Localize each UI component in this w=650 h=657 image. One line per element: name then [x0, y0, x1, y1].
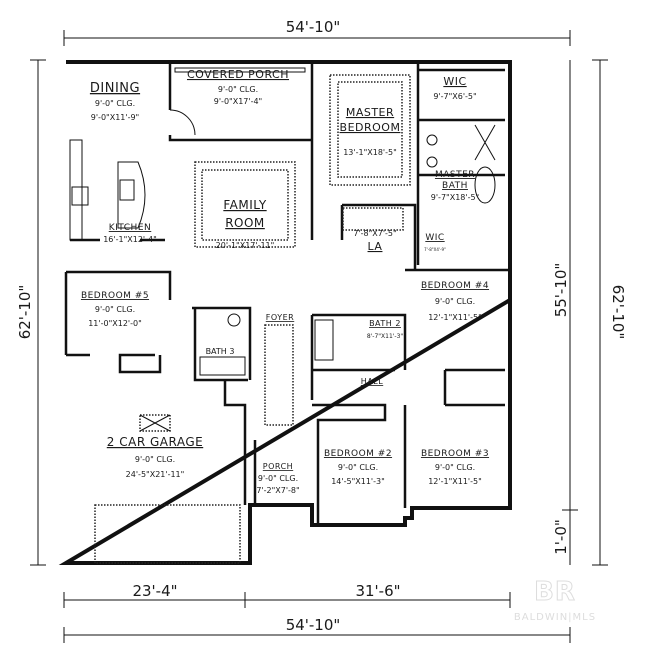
room-covered-porch-ceiling: 9'-0" CLG.: [218, 85, 258, 94]
room-bedroom-4-size: 12'-1"X11'-5": [428, 313, 482, 322]
room-dining-size: 9'-0"X11'-9": [91, 113, 139, 122]
room-kitchen-size: 16'-1"X12'-4": [103, 235, 157, 244]
room-bedroom-2: BEDROOM #2: [324, 449, 392, 459]
interior-walls: [64, 62, 510, 525]
room-bedroom-2-size: 14'-5"X11'-3": [331, 477, 385, 486]
room-master-size: 13'-1"X18'-5": [343, 148, 397, 157]
room-master-bath-line1: MASTER: [435, 170, 475, 180]
porch-rail: [174, 67, 306, 73]
room-wic-2-size: 7'-8"X4'-9": [424, 247, 446, 252]
garage-door: [94, 504, 241, 564]
room-dining: DINING: [90, 81, 140, 96]
room-bedroom-5-ceiling: 9'-0" CLG.: [95, 305, 135, 314]
bathtub-icon: [474, 166, 496, 204]
room-bath-3: BATH 3: [206, 347, 235, 356]
room-porch: PORCH: [263, 462, 293, 471]
room-family-line2: ROOM: [225, 216, 265, 230]
room-garage-ceiling: 9'-0" CLG.: [135, 455, 175, 464]
dimension-lines: [30, 30, 608, 643]
room-bedroom-3-size: 12'-1"X11'-5": [428, 477, 482, 486]
watermark-text: BALDWIN|MLS: [514, 612, 596, 623]
room-family-line1: FAMILY: [223, 198, 266, 212]
room-bedroom-4-ceiling: 9'-0" CLG.: [435, 297, 475, 306]
dim-right-porch: 1'-0": [552, 519, 570, 555]
room-dining-ceiling: 9'-0" CLG.: [95, 99, 135, 108]
tub-bath3: [199, 356, 246, 376]
room-wic-master: WIC: [443, 75, 466, 88]
room-bedroom-5: BEDROOM #5: [81, 291, 149, 301]
room-bath-2-size: 8'-7"X11'-3": [367, 333, 404, 340]
exterior-walls: [58, 60, 512, 565]
room-wic-master-size: 9'-7"X6'-5": [433, 92, 476, 101]
room-family-size: 20'-1"X17'-11": [216, 241, 275, 250]
room-porch-size: 7'-2"X7'-8": [256, 486, 299, 495]
kitchen-island: [117, 161, 146, 229]
dim-right-overall: 62'-10": [609, 285, 627, 340]
room-master-line1: MASTER: [346, 106, 394, 119]
room-bath-2: BATH 2: [369, 319, 401, 328]
room-bedroom-2-ceiling: 9'-0" CLG.: [338, 463, 378, 472]
room-bedroom-3-ceiling: 9'-0" CLG.: [435, 463, 475, 472]
room-covered-porch-size: 9'-0"X17'-4": [214, 97, 262, 106]
room-master-bath-line2: BATH: [442, 181, 468, 191]
sink-icon: [119, 179, 135, 201]
room-la: LA: [368, 240, 383, 253]
dim-bottom-right: 31'-6": [355, 582, 400, 600]
room-bedroom-5-size: 11'-0"X12'-0": [88, 319, 142, 328]
room-master-line2: BEDROOM: [340, 121, 401, 134]
range-icon: [71, 186, 89, 206]
room-covered-porch: COVERED PORCH: [187, 68, 289, 81]
room-bedroom-4: BEDROOM #4: [421, 281, 489, 291]
room-hall: HALL: [361, 377, 383, 386]
room-garage: 2 CAR GARAGE: [107, 435, 203, 449]
watermark-logo: BR: [534, 577, 576, 607]
shower-icon: [474, 124, 496, 161]
room-porch-ceiling: 9'-0" CLG.: [258, 474, 298, 483]
room-kitchen: KITCHEN: [109, 223, 152, 233]
room-wic-2: WIC: [425, 233, 444, 243]
dim-top-overall: 54'-10": [286, 18, 341, 36]
tub-bath2: [314, 319, 334, 361]
room-bedroom-3: BEDROOM #3: [421, 449, 489, 459]
dim-bottom-left: 23'-4": [132, 582, 177, 600]
dim-bottom-overall: 54'-10": [286, 616, 341, 634]
room-master-bath-size: 9'-7"X18'-5": [431, 193, 479, 202]
baldwin-mls-watermark: BR BALDWIN|MLS: [514, 577, 596, 624]
room-foyer: FOYER: [266, 313, 294, 322]
dim-left-overall: 62'-10": [16, 285, 34, 340]
fixtures: [69, 67, 496, 564]
room-garage-size: 24'-5"X21'-11": [126, 470, 185, 479]
room-la-size: 7'-8"X7'-5": [353, 229, 396, 238]
dim-right-main: 55'-10": [552, 263, 570, 318]
